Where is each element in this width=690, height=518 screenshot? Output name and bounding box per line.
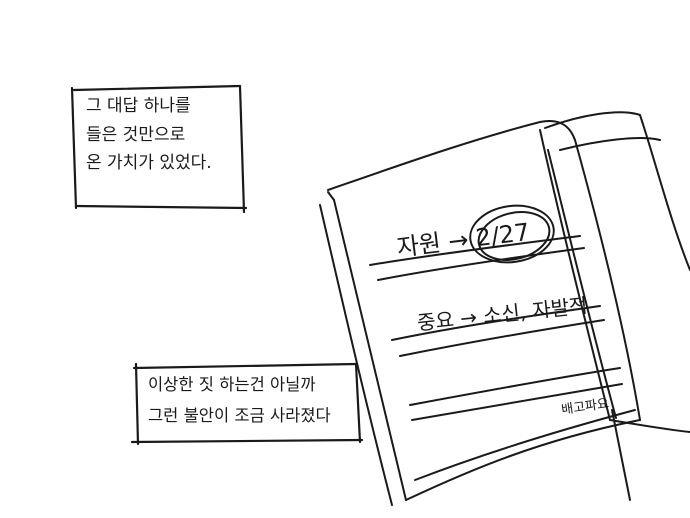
note-line-1: 자원 → 2/27 (395, 218, 531, 262)
caption-box-1: 그 대답 하나를 들은 것만으로 온 가치가 있었다. (72, 86, 246, 210)
caption-1-line-1: 그 대답 하나를 (86, 96, 191, 116)
caption-box-2: 이상한 짓 하는건 아닐까 그런 불안이 조금 사라졌다 (134, 364, 360, 444)
signature: 배고파요 (560, 396, 610, 418)
caption-1-line-2: 들은 것만으로 (86, 124, 186, 145)
caption-2-line-1: 이상한 짓 하는건 아닐까 (148, 375, 316, 394)
caption-1-line-3: 온 가치가 있었다. (86, 153, 212, 174)
page-top-edge (327, 120, 641, 421)
note-line-2: 중요 → 소신, 자발적 (416, 293, 589, 335)
caption-2-line-2: 그런 불안이 조금 사라졌다 (148, 405, 331, 425)
